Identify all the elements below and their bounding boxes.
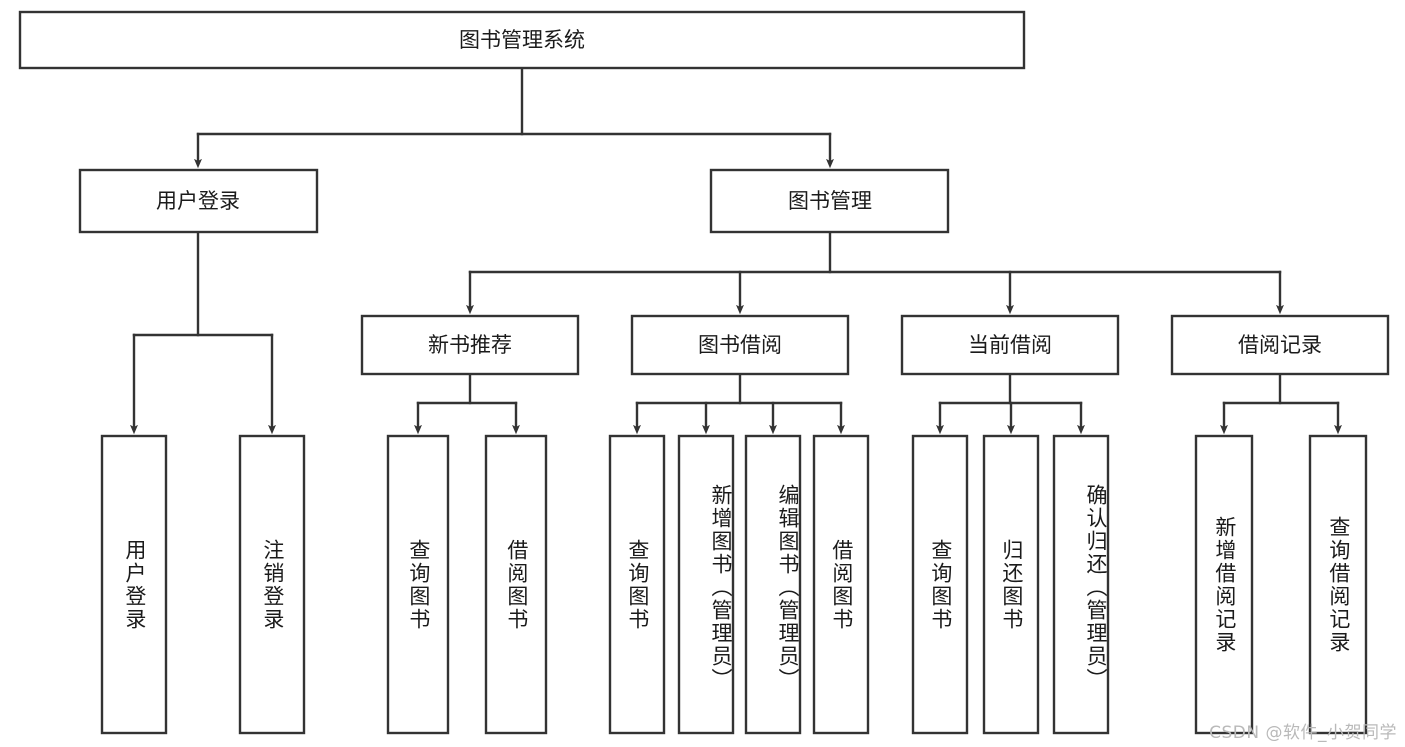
node-layer xyxy=(18,10,1390,735)
node-box-root[interactable] xyxy=(18,10,1026,70)
node-box-recommend-query-book[interactable] xyxy=(386,434,450,735)
node-box-record-add[interactable] xyxy=(1194,434,1254,735)
node-label-new-book-recommend: 新书推荐 xyxy=(428,333,512,357)
node-box-borrow-edit-book[interactable] xyxy=(744,434,802,735)
node-box-book-borrow[interactable] xyxy=(630,314,850,376)
node-label-book-borrow: 图书借阅 xyxy=(698,333,782,357)
node-box-borrow-add-book[interactable] xyxy=(677,434,735,735)
node-box-user-login-leaf[interactable] xyxy=(100,434,168,735)
node-box-borrow-borrow-book[interactable] xyxy=(812,434,870,735)
node-box-user-login[interactable] xyxy=(78,168,319,234)
node-box-record-query[interactable] xyxy=(1308,434,1368,735)
node-box-current-return-book[interactable] xyxy=(982,434,1040,735)
node-box-borrow-record[interactable] xyxy=(1170,314,1390,376)
node-label-current-borrow: 当前借阅 xyxy=(968,333,1052,357)
node-box-current-borrow[interactable] xyxy=(900,314,1120,376)
csdn-watermark: CSDN @软件_小贺同学 xyxy=(1209,723,1397,743)
node-box-borrow-query-book[interactable] xyxy=(608,434,666,735)
horizontal-label-layer: 图书管理系统 用户登录 图书管理 新书推荐 图书借阅 当前借阅 借阅记录 xyxy=(156,28,1322,357)
node-label-user-login: 用户登录 xyxy=(156,189,240,213)
node-label-root: 图书管理系统 xyxy=(459,28,585,52)
connector-layer xyxy=(130,66,1342,435)
node-box-current-query-book[interactable] xyxy=(911,434,969,735)
node-box-current-confirm-return[interactable] xyxy=(1052,434,1110,735)
node-label-borrow-record: 借阅记录 xyxy=(1238,333,1322,357)
node-box-book-manage[interactable] xyxy=(709,168,950,234)
node-box-recommend-borrow-book[interactable] xyxy=(484,434,548,735)
node-box-new-book-recommend[interactable] xyxy=(360,314,580,376)
node-box-user-logout-leaf[interactable] xyxy=(238,434,306,735)
node-label-book-manage: 图书管理 xyxy=(788,189,872,213)
